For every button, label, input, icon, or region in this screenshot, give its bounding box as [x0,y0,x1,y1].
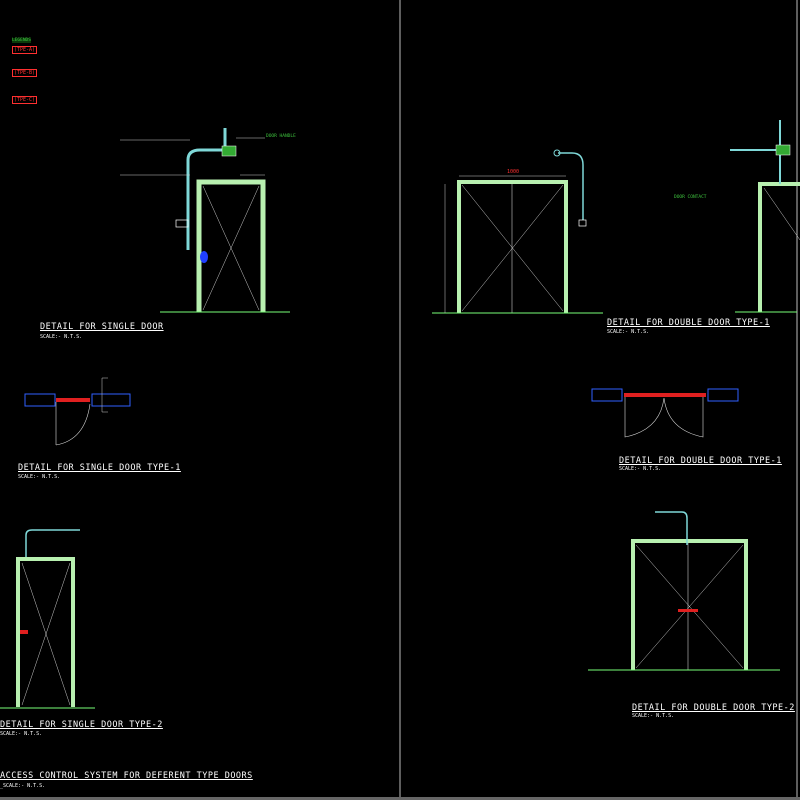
single-door-title: DETAIL FOR SINGLE DOOR [40,322,164,332]
single-door-plan-type1 [24,377,131,446]
single-door-elevation-type2 [0,529,95,709]
door-handle-label: DOOR HANDLE [266,134,296,139]
card-reader-icon [578,219,587,227]
single-door-elevation [120,128,290,313]
double-door-type2-title: DETAIL FOR DOUBLE DOOR TYPE-2 [632,703,795,713]
legend-heading: LEGENDS [12,38,31,43]
magnetic-lock-icon [678,609,698,612]
double-door-elevation-type1 [432,149,603,314]
double-door-type1-elev-title: DETAIL FOR DOUBLE DOOR TYPE-1 [607,318,770,328]
single-door-type2-scale: SCALE:- N.T.S. [0,731,43,737]
exit-button-icon [20,630,28,634]
double-door-plan-type1 [591,388,739,438]
single-door-type1-scale: SCALE:- N.T.S. [18,474,61,480]
legend-type-a: (TPE-A) [12,46,38,54]
double-door-type1-plan-scale: SCALE:- N.T.S. [619,466,662,472]
door-contact-label: DOOR CONTACT [674,195,707,200]
card-reader-icon [175,219,189,228]
junction-box-icon [221,145,237,157]
double-door-elevation-partial [730,120,800,313]
hinge-icon [200,251,208,263]
double-door-elevation-type2 [588,511,780,671]
legend-type-b: (TPE-B) [12,69,38,77]
single-door-type2-title: DETAIL FOR SINGLE DOOR TYPE-2 [0,720,163,730]
sheet-bottom-border [0,797,800,800]
single-door-scale: SCALE:- N.T.S. [40,334,83,340]
double-door-type2-scale: SCALE:- N.T.S. [632,713,675,719]
sheet-scale: _SCALE:- N.T.S. [0,783,46,789]
single-door-type1-title: DETAIL FOR SINGLE DOOR TYPE-1 [18,463,181,473]
sheet-title: ACCESS CONTROL SYSTEM FOR DEFERENT TYPE … [0,771,253,781]
double-door-type1-plan-title: DETAIL FOR DOUBLE DOOR TYPE-1 [619,456,782,466]
legend-type-c: (TPE-C) [12,96,38,104]
width-dimension: 1000 [507,169,520,175]
double-door-type1-elev-scale: SCALE:- N.T.S. [607,329,650,335]
